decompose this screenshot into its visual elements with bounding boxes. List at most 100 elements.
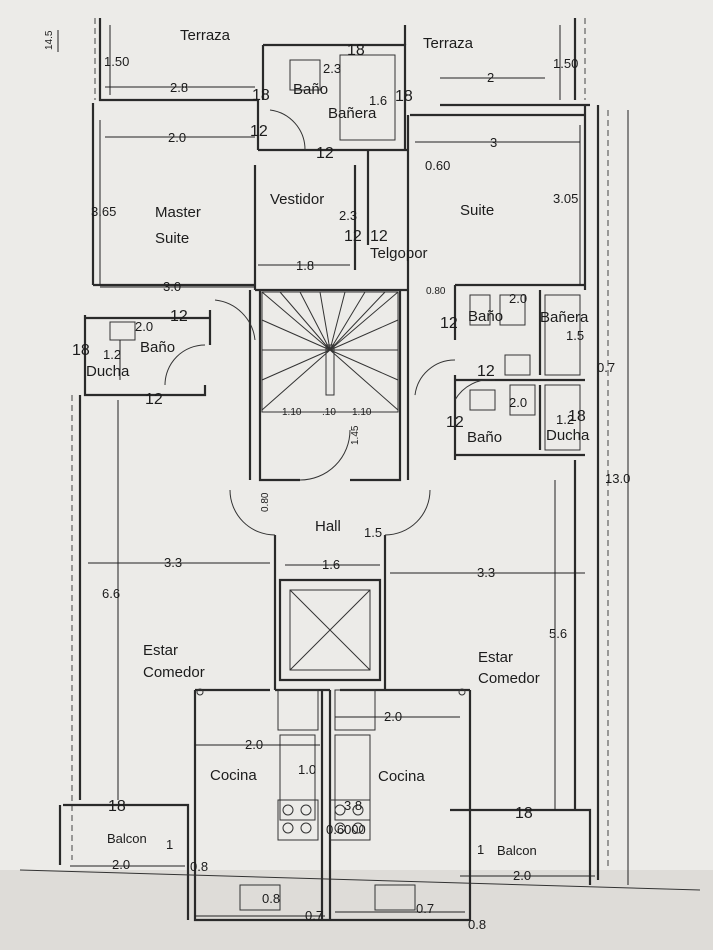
label-terraza-left: Terraza — [180, 27, 231, 44]
dim-2-3-top: 2.3 — [323, 61, 341, 76]
label-bano-top: Baño — [293, 81, 328, 98]
label-terraza-right: Terraza — [423, 35, 474, 52]
dim-2-0-balcon-left: 2.0 — [112, 857, 130, 872]
dim-1-10-a: 1.10 — [282, 407, 302, 418]
wall-mark: 12 — [170, 308, 188, 325]
dim-6-6: 6.6 — [102, 586, 120, 601]
wall-mark: 12 — [440, 315, 458, 332]
wall-mark: 18 — [252, 87, 270, 104]
wall-mark: 12 — [250, 123, 268, 140]
dim-0-8-bottom-right: 0.8 — [468, 917, 486, 932]
dim-13-0: 13.0 — [605, 471, 630, 486]
label-comedor-left: Comedor — [143, 664, 205, 681]
label-bano-left: Baño — [140, 339, 175, 356]
dim-3-3-left: 3.3 — [164, 555, 182, 570]
wall-mark: 12 — [446, 414, 464, 431]
dim-1-50-left: 1.50 — [104, 54, 129, 69]
dim-1-5-right: 1.5 — [566, 328, 584, 343]
label-telgopor: Telgopor — [370, 245, 428, 262]
dim-0-10: .10 — [322, 407, 336, 418]
label-cocina-right: Cocina — [378, 768, 425, 785]
dim-1-2-left: 1.2 — [103, 347, 121, 362]
label-ducha-right: Ducha — [546, 427, 590, 444]
dim-2: 2 — [487, 70, 494, 85]
label-comedor-right: Comedor — [478, 670, 540, 687]
dim-3-65: 3.65 — [91, 204, 116, 219]
wall-mark: 12 — [370, 228, 388, 245]
wall-thickness-labels: 18 18 18 12 12 12 12 12 18 12 12 12 12 1… — [72, 42, 586, 822]
wall-mark: 18 — [515, 805, 533, 822]
label-balcon-right: Balcon — [497, 843, 537, 858]
dim-1-balcon-left: 1 — [166, 837, 173, 852]
dim-1-2-right: 1.2 — [556, 412, 574, 427]
label-master: Master — [155, 204, 201, 221]
label-master-suite: Suite — [155, 230, 189, 247]
dim-1-5-hall: 1.5 — [364, 525, 382, 540]
staircase — [261, 291, 399, 413]
dim-2-0-balcon-right: 2.0 — [513, 868, 531, 883]
label-banera-top: Bañera — [328, 105, 377, 122]
dim-1-45: 1.45 — [350, 425, 361, 445]
dim-2-0-ducha: 2.0 — [509, 395, 527, 410]
dim-2-0-bano-right: 2.0 — [509, 291, 527, 306]
label-bano-right-2: Baño — [467, 429, 502, 446]
dim-0-80-bath: 0.80 — [426, 286, 446, 297]
dim-0-8-bottom: 0.8 — [262, 891, 280, 906]
wall-mark: 12 — [344, 228, 362, 245]
dim-3-0: 3.0 — [163, 279, 181, 294]
dim-2-0-cocina-right: 2.0 — [384, 709, 402, 724]
interior-walls — [85, 25, 590, 920]
dim-0-60: 0.60 — [425, 158, 450, 173]
wall-mark: 18 — [72, 342, 90, 359]
wall-mark: 18 — [347, 42, 365, 59]
label-estar-left: Estar — [143, 642, 178, 659]
room-labels: Terraza Terraza Baño Bañera Master Suite… — [86, 27, 590, 858]
dim-2-0-cocina-left: 2.0 — [245, 737, 263, 752]
dim-2-0-master: 2.0 — [168, 130, 186, 145]
label-vestidor: Vestidor — [270, 191, 324, 208]
dim-0-7-bottom-left: 0.7 — [305, 908, 323, 923]
wall-mark: 12 — [145, 391, 163, 408]
outer-walls — [19, 18, 701, 922]
dim-0-7-right: 0.7 — [597, 360, 615, 375]
dim-1-balcon-right: 1 — [477, 842, 484, 857]
fixtures — [109, 54, 581, 911]
doors — [164, 109, 496, 536]
dim-1-0: 1.0 — [298, 762, 316, 777]
wall-mark: 18 — [395, 88, 413, 105]
dim-5-6: 5.6 — [549, 626, 567, 641]
label-hall: Hall — [315, 518, 341, 535]
dim-1-6: 1.6 — [369, 93, 387, 108]
dim-0-8-left: 0.8 — [190, 859, 208, 874]
dim-2-3-vestidor: 2.3 — [339, 208, 357, 223]
wall-mark: 12 — [316, 145, 334, 162]
dimension-labels: 14.5 1.50 1.50 2.8 2.3 1.6 2 2.0 3 0.60 … — [44, 30, 630, 932]
dim-3-8: 3.8 — [344, 798, 362, 813]
dimension-lines — [57, 25, 629, 917]
dim-1-8: 1.8 — [296, 258, 314, 273]
label-estar-right: Estar — [478, 649, 513, 666]
dim-2-8: 2.8 — [170, 80, 188, 95]
wall-mark: 18 — [568, 408, 586, 425]
dim-0-6000: 0.6000 — [326, 822, 366, 837]
label-suite: Suite — [460, 202, 494, 219]
dim-3-05: 3.05 — [553, 191, 578, 206]
dim-3: 3 — [490, 135, 497, 150]
label-bano-right: Baño — [468, 308, 503, 325]
label-ducha-left: Ducha — [86, 363, 130, 380]
label-cocina-left: Cocina — [210, 767, 257, 784]
label-banera-right: Bañera — [540, 309, 589, 326]
dim-3-3-right: 3.3 — [477, 565, 495, 580]
dim-1-10-b: 1.10 — [352, 407, 372, 418]
wall-mark: 12 — [477, 363, 495, 380]
dim-0-7-bottom-right: 0.7 — [416, 901, 434, 916]
dim-1-50-right: 1.50 — [553, 56, 578, 71]
wall-mark: 18 — [108, 798, 126, 815]
dim-2-0-bano-left: 2.0 — [135, 319, 153, 334]
dim-0-80-hall: 0.80 — [260, 492, 271, 512]
dim-1-6-hall: 1.6 — [322, 557, 340, 572]
dim-14-5: 14.5 — [44, 30, 55, 50]
label-balcon-left: Balcon — [107, 831, 147, 846]
